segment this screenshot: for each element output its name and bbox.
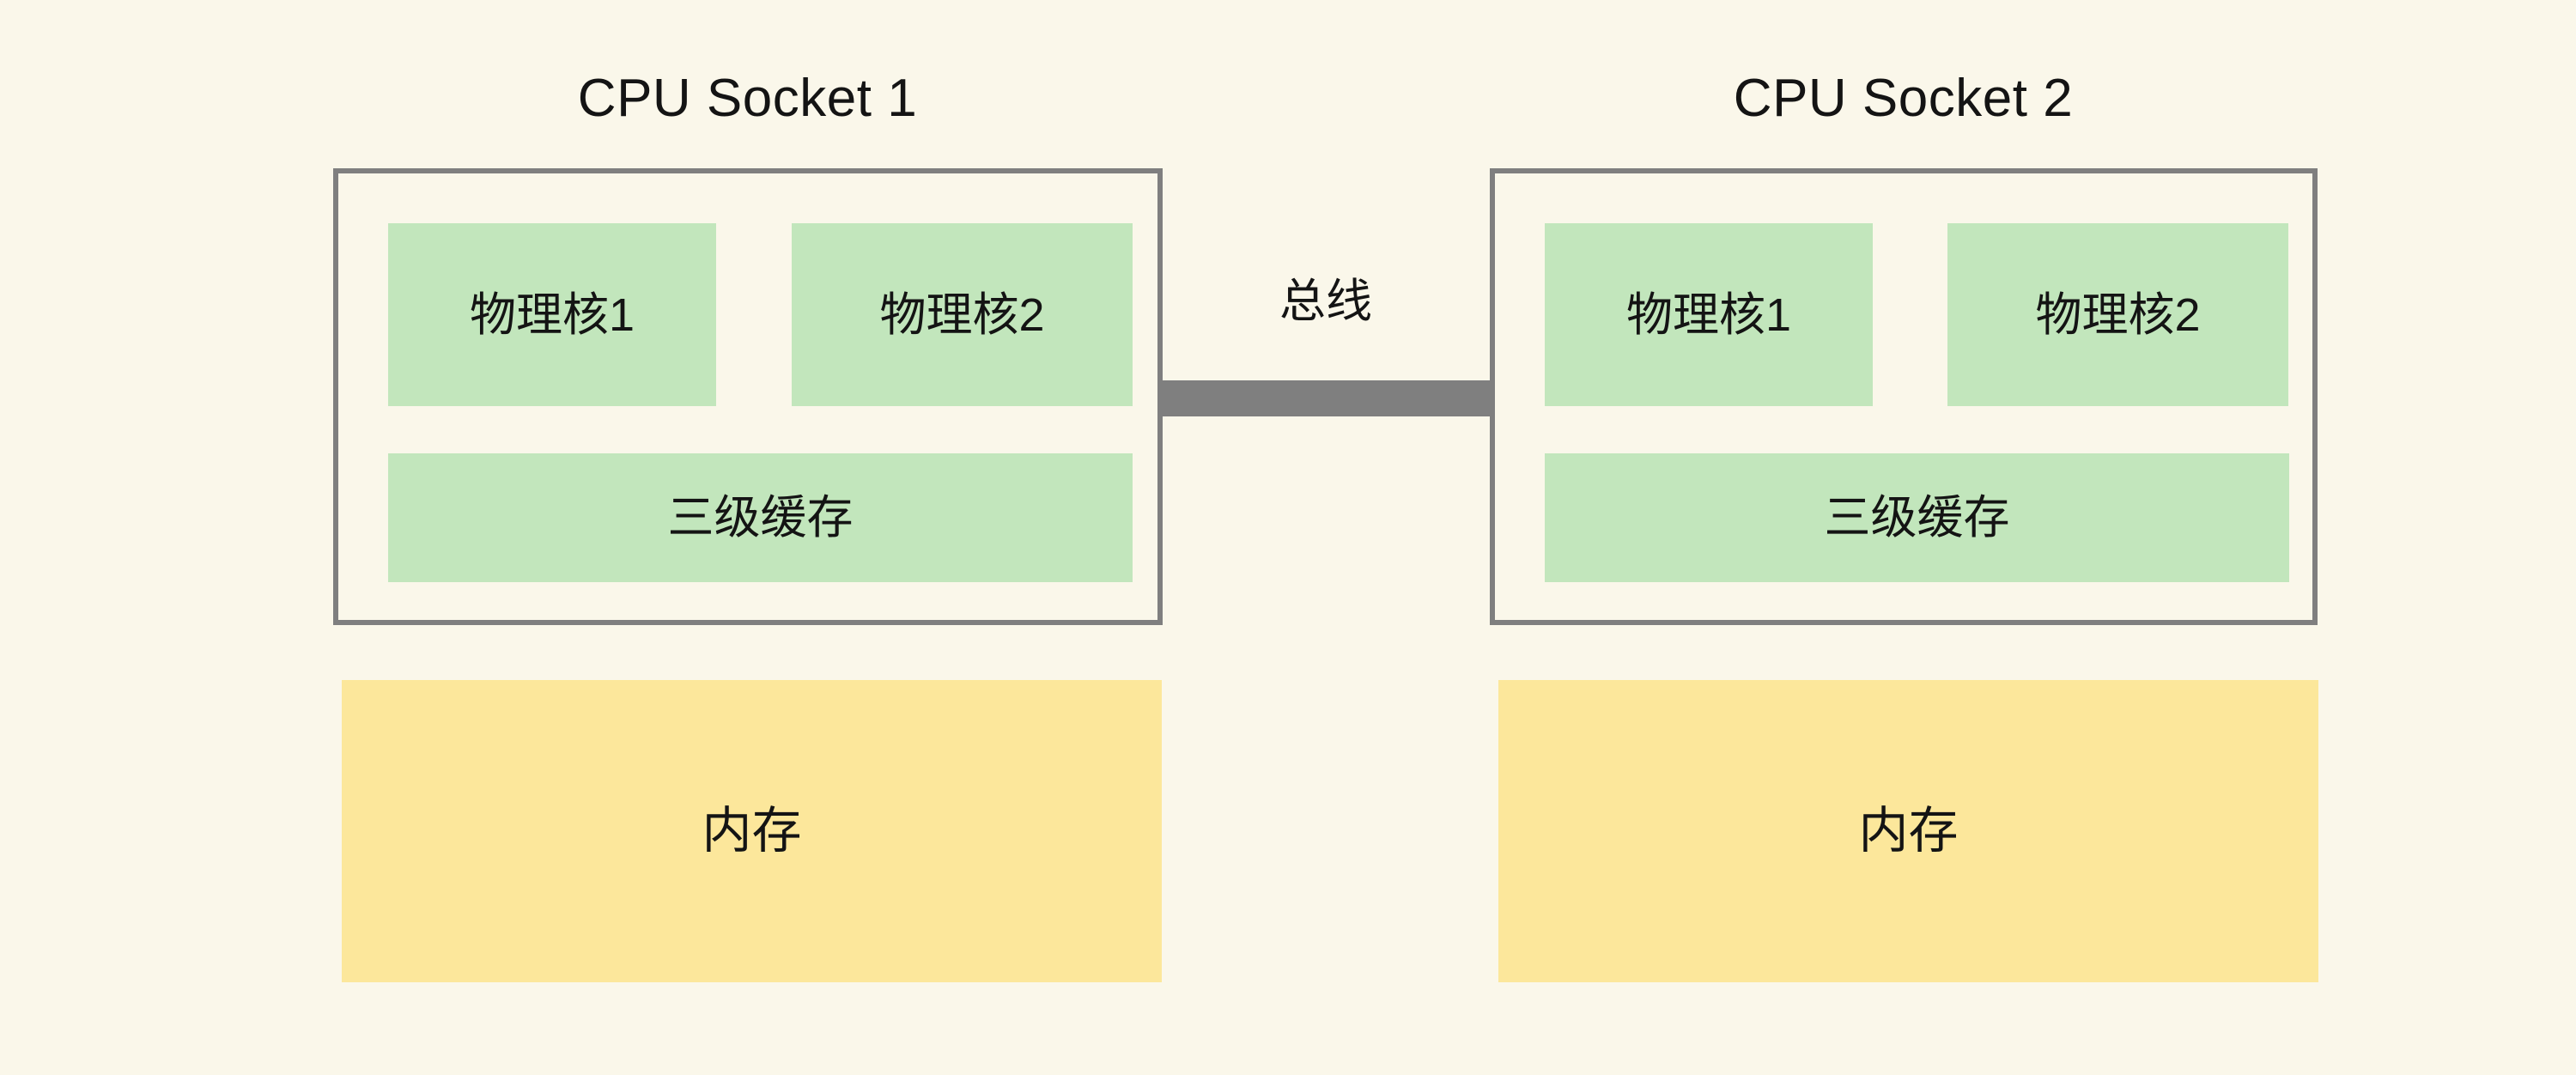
- socket-2-l3-cache-label: 三级缓存: [1824, 492, 2010, 544]
- socket-2-physical-core-2: 物理核2: [1947, 223, 2288, 406]
- socket-1-title: CPU Socket 1: [577, 69, 918, 128]
- socket-2-l3-cache: 三级缓存: [1545, 453, 2289, 582]
- socket-1-physical-core-2: 物理核2: [792, 223, 1133, 406]
- socket-2-core-1-label: 物理核1: [1625, 288, 1792, 341]
- bus-connector: [1157, 380, 1494, 416]
- socket-2-memory: 内存: [1498, 680, 2318, 982]
- socket-1-core-2-label: 物理核2: [879, 288, 1045, 341]
- socket-2-core-2-label: 物理核2: [2035, 288, 2201, 341]
- socket-1-memory-label: 内存: [702, 803, 802, 859]
- socket-2-memory-label: 内存: [1858, 803, 1959, 859]
- socket-1-l3-cache-label: 三级缓存: [667, 492, 854, 544]
- socket-1-memory: 内存: [342, 680, 1162, 982]
- socket-2-title: CPU Socket 2: [1733, 69, 2074, 128]
- socket-1-core-1-label: 物理核1: [469, 288, 635, 341]
- socket-1-l3-cache: 三级缓存: [388, 453, 1133, 582]
- bus-label: 总线: [1279, 276, 1372, 327]
- socket-1-physical-core-1: 物理核1: [388, 223, 716, 406]
- socket-2-physical-core-1: 物理核1: [1545, 223, 1873, 406]
